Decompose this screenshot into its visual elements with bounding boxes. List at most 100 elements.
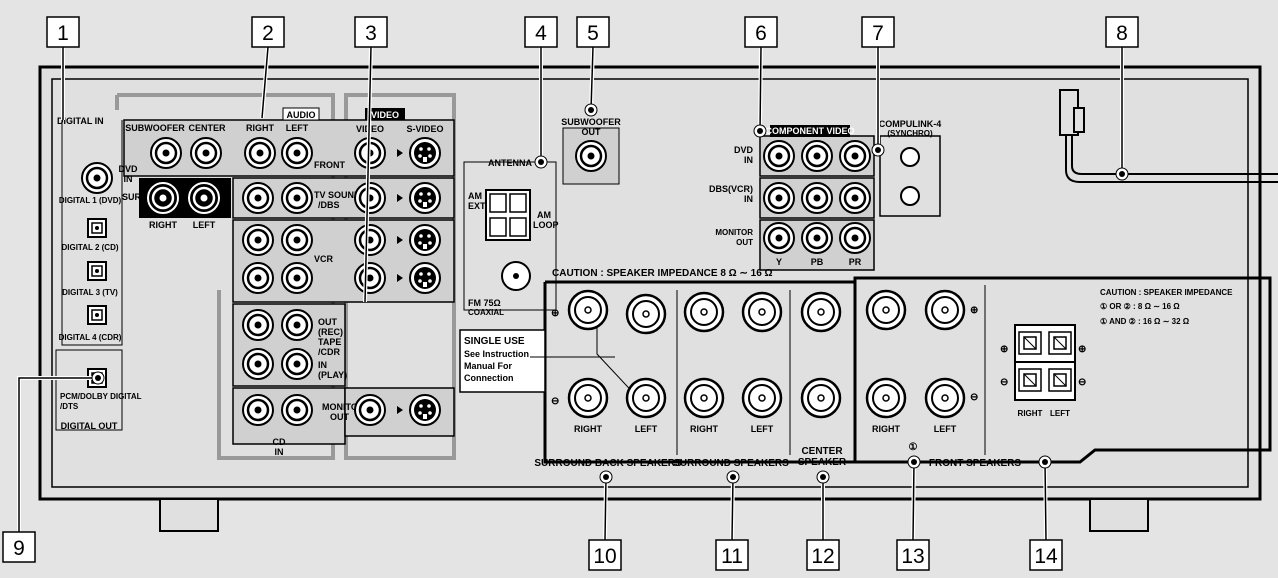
callout-number-10: 10 (593, 545, 616, 568)
digital-2-jack[interactable] (87, 218, 107, 238)
fm-label: FM 75Ω (468, 298, 501, 308)
dvd-in-label-2: IN (124, 174, 133, 184)
caution2-title: CAUTION : SPEAKER IMPEDANCE (1100, 288, 1233, 297)
digital-out-frame (55, 349, 123, 431)
component-jack-7[interactable] (763, 222, 795, 254)
component-pb-label: PB (811, 257, 824, 267)
component-jack-1[interactable] (763, 140, 795, 172)
sb-left-minus-post[interactable] (625, 377, 667, 419)
am-ext-label-1: AM (468, 191, 482, 201)
single-use-bridge (596, 320, 641, 401)
surr-right-jack[interactable] (147, 182, 179, 214)
front2-terminal-clip-3[interactable] (1018, 368, 1042, 392)
front2-terminal-clip-2[interactable] (1048, 331, 1072, 355)
vcr-out-svideo-jack[interactable] (397, 224, 441, 256)
f-left-plus-post[interactable] (924, 289, 966, 331)
tape-out-right-jack[interactable] (242, 309, 274, 341)
component-dvd-label-1: DVD (734, 145, 754, 155)
svideo-label: S-VIDEO (406, 124, 443, 134)
f-right-plus-post[interactable] (865, 289, 907, 331)
s-left-minus-post[interactable] (741, 377, 783, 419)
front-left-in-jack[interactable] (281, 137, 313, 169)
antenna-title: ANTENNA (488, 158, 532, 168)
digital-4-jack[interactable] (87, 305, 107, 325)
vcr-in-right-jack[interactable] (242, 262, 274, 294)
subwoofer-out-jack[interactable] (575, 140, 607, 172)
cd-right-jack[interactable] (242, 394, 274, 426)
callout-2: 2 (251, 16, 285, 119)
f-left-minus-post[interactable] (924, 377, 966, 419)
component-jack-5[interactable] (801, 182, 833, 214)
center-in-jack[interactable] (190, 137, 222, 169)
sb-left-plus-post[interactable] (625, 293, 667, 335)
digital-2-label: DIGITAL 2 (CD) (61, 243, 118, 252)
fm-pin (513, 273, 519, 279)
callout-number-12: 12 (811, 545, 834, 568)
monitor-video-jack[interactable] (354, 394, 386, 426)
component-jack-9[interactable] (839, 222, 871, 254)
tv-right-jack[interactable] (242, 182, 274, 214)
surround-label: SURROUND SPEAKERS (673, 458, 789, 469)
cd-left-jack[interactable] (281, 394, 313, 426)
vcr-out-right-jack[interactable] (242, 224, 274, 256)
vcr-out-video-jack[interactable] (354, 224, 386, 256)
tape-in-right-jack[interactable] (242, 348, 274, 380)
vcr-out-left-jack[interactable] (281, 224, 313, 256)
compulink-label-1: COMPULINK-4 (879, 119, 942, 129)
am-loop-slot-1 (509, 193, 527, 213)
subwoofer-label: SUBWOOFER (125, 123, 185, 133)
callout-number-11: 11 (721, 545, 743, 568)
f-right-minus-post[interactable] (865, 377, 907, 419)
component-dbs-label-2: IN (744, 194, 753, 204)
callout-3: 3 (354, 16, 388, 303)
dvd-svideo-jack[interactable] (397, 137, 441, 169)
digital-3-jack[interactable] (87, 261, 107, 281)
s-left-plus-post[interactable] (741, 291, 783, 333)
center-plus-post[interactable] (800, 291, 842, 333)
vcr-in-video-jack[interactable] (354, 262, 386, 294)
surr-label: SURR (122, 192, 148, 202)
component-jack-4[interactable] (763, 182, 795, 214)
video-title-box (365, 108, 405, 120)
tape-in-left-jack[interactable] (281, 348, 313, 380)
callout-10: 10 (588, 470, 622, 571)
component-jack-6[interactable] (839, 182, 871, 214)
callout-number-3: 3 (365, 22, 377, 45)
front-right-label: RIGHT (246, 123, 275, 133)
coaxial-label: COAXIAL (468, 308, 504, 317)
tv-left-jack[interactable] (281, 182, 313, 214)
tv-svideo-jack[interactable] (397, 182, 441, 214)
component-jack-2[interactable] (801, 140, 833, 172)
vcr-in-left-jack[interactable] (281, 262, 313, 294)
tape-out-left-jack[interactable] (281, 309, 313, 341)
minus-f2-l: ⊖ (1000, 377, 1008, 388)
vcr-in-svideo-jack[interactable] (397, 262, 441, 294)
sb-right-minus-post[interactable] (567, 377, 609, 419)
single-use-label: SINGLE USE (464, 336, 525, 347)
front2-terminal-clip-4[interactable] (1048, 368, 1072, 392)
callout-14: 14 (1029, 455, 1063, 571)
front-right-in-jack[interactable] (244, 137, 276, 169)
subwoofer-in-jack[interactable] (150, 137, 182, 169)
caution-label: CAUTION : SPEAKER IMPEDANCE 8 Ω ∼ 16 Ω (552, 268, 773, 279)
surr-left-jack[interactable] (188, 182, 220, 214)
callout-13: 13 (896, 455, 930, 571)
component-jack-8[interactable] (801, 222, 833, 254)
tape-in-label: IN (318, 360, 327, 370)
am-ext-slot (489, 193, 507, 213)
callout-number-1: 1 (57, 22, 69, 45)
s-right-plus-post[interactable] (683, 291, 725, 333)
digital-1-jack[interactable] (81, 162, 113, 194)
s-right-label: RIGHT (690, 424, 719, 434)
minus-front: ⊖ (970, 392, 978, 403)
component-jack-3[interactable] (839, 140, 871, 172)
surr-right-label: RIGHT (149, 220, 178, 230)
sb-right-plus-post[interactable] (567, 289, 609, 331)
s-right-minus-post[interactable] (683, 377, 725, 419)
front2-terminal-clip-1[interactable] (1018, 331, 1042, 355)
callout-number-2: 2 (262, 22, 274, 45)
monitor-svideo-jack[interactable] (397, 394, 441, 426)
center-minus-post[interactable] (800, 377, 842, 419)
tv-video-jack[interactable] (354, 182, 386, 214)
